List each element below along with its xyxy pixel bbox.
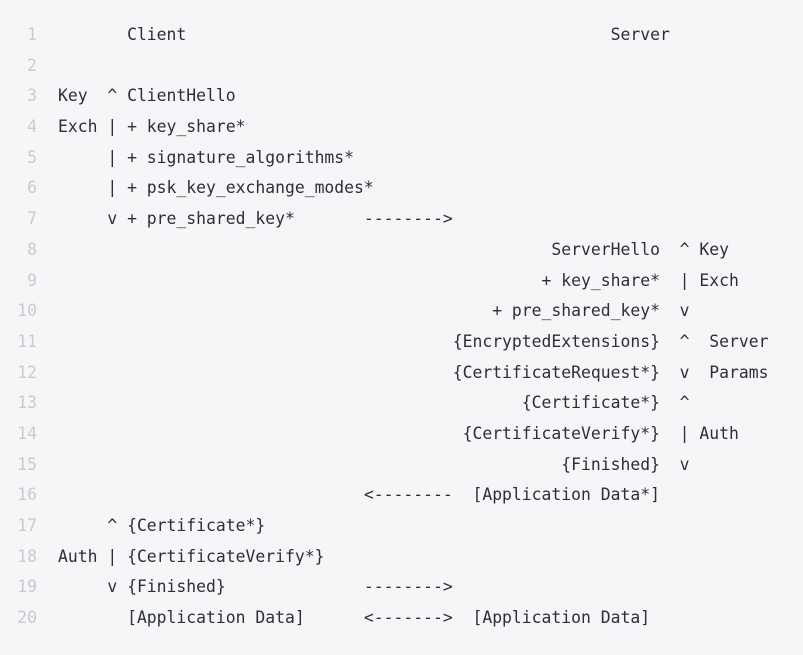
code-line: 19 v {Finished} --------> [0, 572, 803, 603]
code-line: 17 ^ {Certificate*} [0, 511, 803, 542]
code-line: 5 | + signature_algorithms* [0, 143, 803, 174]
line-text: | + signature_algorithms* [58, 147, 355, 167]
code-line: 1 Client Server [0, 20, 803, 51]
code-line: 4 Exch | + key_share* [0, 112, 803, 143]
line-text: Exch | + key_share* [58, 117, 246, 137]
line-number: 13 [17, 393, 37, 413]
line-text: Client Server [58, 25, 670, 44]
code-line: 20 [Application Data] <-------> [Applica… [0, 603, 803, 634]
line-text: {CertificateVerify*} | Auth [58, 423, 739, 443]
line-number: 17 [17, 516, 37, 535]
line-number: 7 [27, 209, 37, 229]
line-text: [Application Data] <-------> [Applicatio… [58, 608, 651, 628]
line-number: 8 [27, 239, 37, 259]
code-line: 11 {EncryptedExtensions} ^ Server [0, 327, 803, 358]
line-number: 6 [27, 178, 37, 198]
line-number: 19 [17, 577, 37, 597]
line-text: | + psk_key_exchange_modes* [58, 178, 374, 198]
code-line: 14 {CertificateVerify*} | Auth [0, 419, 803, 450]
line-text: {EncryptedExtensions} ^ Server [58, 331, 769, 351]
code-line: 6 | + psk_key_exchange_modes* [0, 173, 803, 204]
line-text: + key_share* | Exch [58, 270, 739, 290]
line-text: Auth | {CertificateVerify*} [58, 546, 325, 566]
line-number: 15 [17, 454, 37, 474]
line-number: 4 [27, 117, 37, 137]
line-text: + pre_shared_key* v [58, 301, 690, 321]
line-number: 16 [17, 485, 37, 505]
line-text: <-------- [Application Data*] [58, 485, 660, 505]
line-number: 2 [27, 55, 37, 75]
line-number: 3 [27, 86, 37, 106]
code-line: 7 v + pre_shared_key* --------> [0, 204, 803, 235]
line-number: 11 [17, 331, 37, 351]
line-number: 9 [27, 270, 37, 290]
code-line: 9 + key_share* | Exch [0, 266, 803, 297]
line-text: v + pre_shared_key* --------> [58, 209, 453, 229]
line-text: v {Finished} --------> [58, 577, 453, 597]
line-number: 18 [17, 546, 37, 566]
line-text: {Finished} v [58, 454, 690, 474]
code-line: 18 Auth | {CertificateVerify*} [0, 542, 803, 573]
line-text: ServerHello ^ Key [58, 239, 730, 259]
line-number: 12 [17, 362, 37, 382]
line-text: ^ {Certificate*} [58, 516, 266, 535]
line-text: {CertificateRequest*} v Params [58, 362, 769, 382]
code-line: 10 + pre_shared_key* v [0, 296, 803, 327]
code-line: 16 <-------- [Application Data*] [0, 480, 803, 511]
code-line: 2 [0, 51, 803, 82]
code-line: 12 {CertificateRequest*} v Params [0, 358, 803, 389]
code-viewer: 1 Client Server 2 3 Key ^ ClientHello 4 Ex… [0, 20, 803, 634]
line-number: 20 [17, 608, 37, 628]
code-line: 8 ServerHello ^ Key [0, 235, 803, 266]
line-number: 14 [17, 423, 37, 443]
line-number: 10 [17, 301, 37, 321]
line-text: Key ^ ClientHello [58, 86, 236, 106]
code-line: 3 Key ^ ClientHello [0, 81, 803, 112]
code-line: 13 {Certificate*} ^ [0, 388, 803, 419]
line-number: 1 [27, 25, 37, 44]
line-text: {Certificate*} ^ [58, 393, 690, 413]
line-number: 5 [27, 147, 37, 167]
code-line: 15 {Finished} v [0, 450, 803, 481]
